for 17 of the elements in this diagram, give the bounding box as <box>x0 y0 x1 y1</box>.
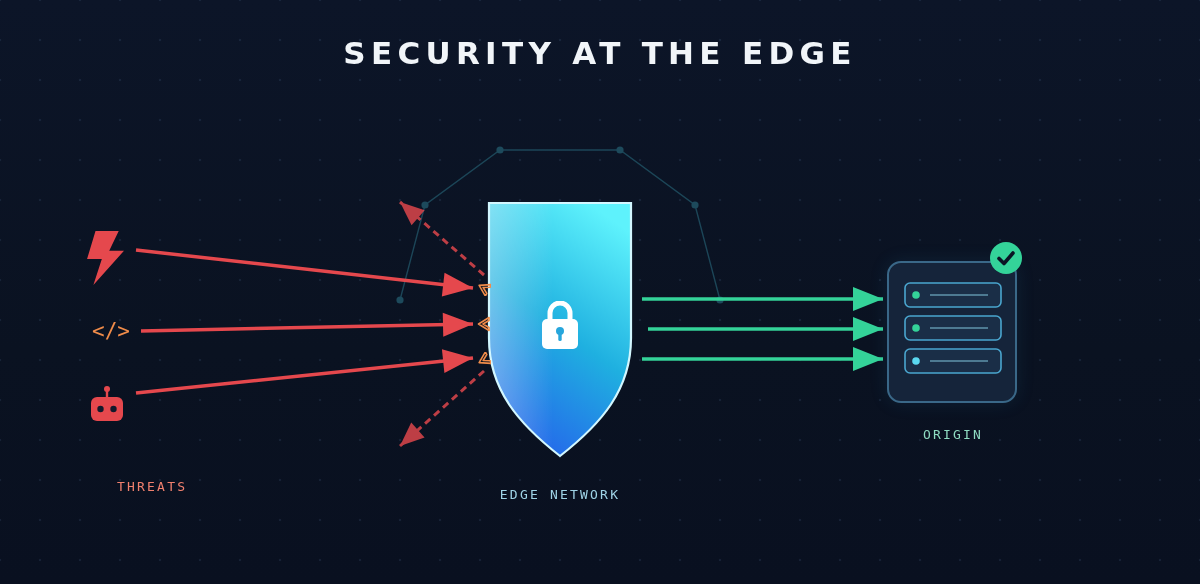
robot-icon <box>90 386 124 422</box>
arrow <box>648 317 883 341</box>
arrow <box>135 248 474 297</box>
lightning-bolt-icon <box>86 231 124 285</box>
server-panel <box>887 261 1017 403</box>
shield <box>488 202 632 458</box>
code-symbol: </> <box>89 318 133 344</box>
title: SECURITY AT THE EDGE <box>343 35 857 73</box>
arrow <box>642 287 883 311</box>
arrow <box>135 349 474 395</box>
arrow <box>642 347 883 371</box>
node-caption: ORIGIN <box>922 427 984 443</box>
node-caption: EDGE NETWORK <box>499 487 621 503</box>
group-label: THREATS <box>117 479 188 495</box>
dashed-arrow <box>399 200 485 277</box>
dashed-arrow <box>399 369 485 448</box>
arrow <box>140 312 474 337</box>
